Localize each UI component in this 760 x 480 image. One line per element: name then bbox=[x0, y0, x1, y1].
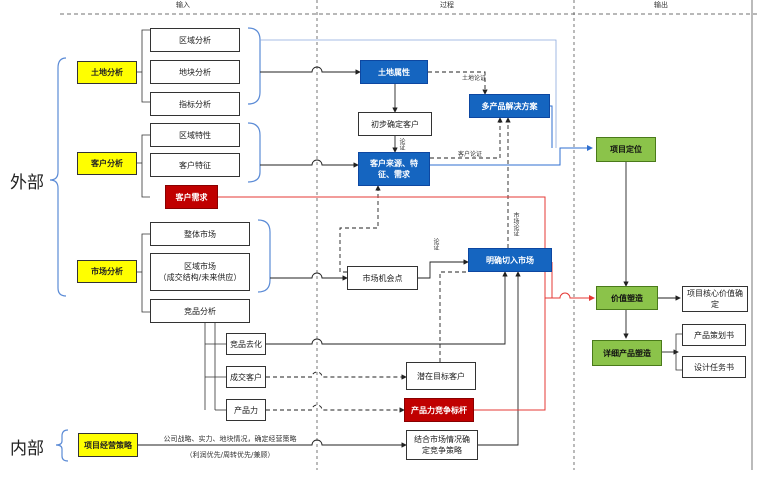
market-opportunity-box: 市场机会点 bbox=[347, 266, 418, 290]
customer-item-1: 客户特征 bbox=[150, 153, 240, 177]
land-item-0: 区域分析 bbox=[150, 28, 240, 52]
value-creation-box: 价值塑造 bbox=[596, 286, 658, 310]
product-benchmark-box: 产品力竞争标杆 bbox=[404, 398, 474, 422]
customer-analysis-box: 客户分析 bbox=[77, 152, 137, 175]
internal-label: 内部 bbox=[10, 439, 44, 459]
business-strategy-note-1: 公司战略、实力、地块情况，确定经营策略 bbox=[163, 435, 297, 443]
verify-label-2: 论证 bbox=[432, 238, 439, 250]
core-value-box: 项目核心价值确定 bbox=[682, 286, 748, 312]
product-plan-box: 产品策划书 bbox=[682, 324, 746, 346]
land-analysis-box: 土地分析 bbox=[77, 61, 137, 84]
multi-product-box: 多产品解决方案 bbox=[469, 94, 550, 118]
market-verify-label: 市场论证 bbox=[512, 212, 519, 236]
detailed-product-box: 详细产品塑造 bbox=[592, 340, 662, 366]
land-attr-box: 土地属性 bbox=[360, 60, 428, 84]
competitor-item-0: 竞品去化 bbox=[226, 333, 266, 355]
land-item-2: 指标分析 bbox=[150, 92, 240, 116]
business-strategy-note-2: （利润优先/周转优先/兼顾） bbox=[185, 451, 275, 459]
project-positioning-box: 项目定位 bbox=[596, 137, 656, 162]
customer-verify-label: 客户论证 bbox=[458, 151, 483, 158]
header-process: 过程 bbox=[440, 1, 454, 9]
customer-source-box: 客户来源、特征、需求 bbox=[358, 152, 430, 186]
business-strategy-box: 项目经营策略 bbox=[78, 433, 138, 457]
competitor-item-1: 成交客户 bbox=[226, 366, 266, 388]
market-item-1: 区域市场 （成交结构/未来供应） bbox=[150, 253, 250, 291]
potential-customer-box: 潜在目标客户 bbox=[406, 362, 476, 390]
land-item-1: 地块分析 bbox=[150, 60, 240, 84]
header-output: 输出 bbox=[654, 1, 668, 9]
market-entry-box: 明确切入市场 bbox=[468, 248, 552, 272]
market-item-0: 整体市场 bbox=[150, 222, 250, 246]
competitor-item-2: 产品力 bbox=[226, 399, 266, 421]
initial-customer-box: 初步确定客户 bbox=[358, 112, 432, 136]
design-brief-box: 设计任务书 bbox=[682, 356, 746, 378]
market-analysis-box: 市场分析 bbox=[77, 260, 137, 283]
combined-strategy-box: 结合市场情况确定竞争策略 bbox=[406, 430, 478, 460]
market-item-2: 竞品分析 bbox=[150, 299, 250, 323]
verify-label-1: 论证 bbox=[398, 138, 405, 150]
customer-demand-box: 客户需求 bbox=[165, 185, 218, 209]
land-verify-label: 土地论证 bbox=[462, 75, 487, 82]
external-label: 外部 bbox=[10, 173, 44, 193]
header-input: 输入 bbox=[176, 1, 190, 9]
customer-item-0: 区域特性 bbox=[150, 123, 240, 147]
